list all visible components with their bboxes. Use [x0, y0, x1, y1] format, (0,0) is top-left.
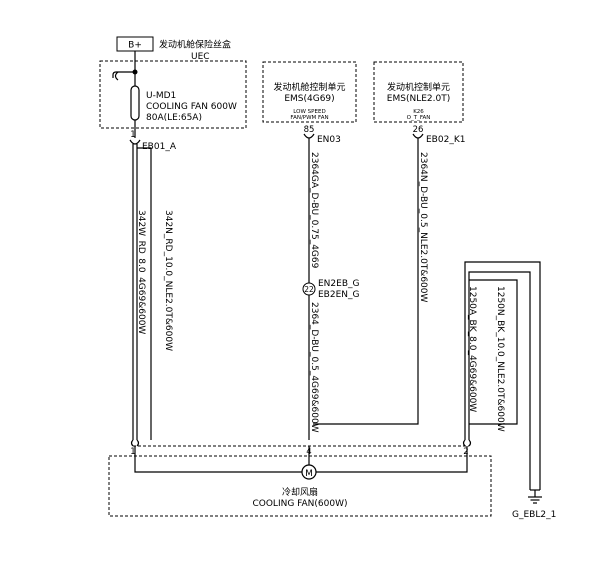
fan-pin-2: 2 — [463, 447, 468, 457]
bus-branch — [112, 71, 135, 78]
ecu1-model: EMS(4G69) — [284, 94, 334, 104]
ecu1-pin: 85 — [304, 125, 315, 135]
motor-symbol — [301, 464, 317, 480]
splice-name-2: EB2EN_G — [318, 290, 360, 300]
fan-pin2-entry — [462, 439, 472, 447]
ecu2-model: EMS(NLE2.0T) — [387, 94, 450, 104]
ecu1-outline — [262, 61, 357, 123]
fuse-box-outline — [99, 60, 247, 129]
fan-motor-wire-right — [316, 446, 468, 473]
connector-eb02-label: EB02_K1 — [426, 135, 465, 145]
fuse-pin: 1 — [130, 130, 135, 140]
ecu1-pin-desc-1: LOW SPEED — [293, 109, 325, 115]
fuse-desc: COOLING FAN 600W — [146, 102, 237, 112]
fan-motor-wire-left — [134, 446, 302, 473]
ecu2-pin-desc-2: O_T_FAN — [407, 115, 431, 121]
ecu1-title: 发动机舱控制单元 — [273, 81, 345, 93]
fan-name-en: COOLING FAN(600W) — [252, 499, 347, 509]
fan-name-cn: 冷却风扇 — [282, 486, 318, 498]
wire-label-2364ga: 2364GA_D-BU_0.75_4G69 — [309, 152, 319, 269]
signal-wire-ecu2 — [313, 138, 419, 425]
wire-label-1250n: 1250N_BK_10.0_NLE2.0T&600W — [495, 286, 505, 432]
ecu2-pin: 26 — [413, 125, 424, 135]
fuse-name: U-MD1 — [146, 91, 176, 101]
power-wire-c — [137, 147, 152, 440]
uec-label: UEC — [191, 52, 210, 62]
connector-eb01-label: EB01_A — [142, 142, 177, 152]
bus-tick — [114, 71, 119, 81]
ecu2-title: 发动机控制单元 — [387, 81, 450, 93]
splice-name-1: EN2EB_G — [318, 279, 360, 289]
ecu1-pin-desc-2: FAN/PWM FAN — [290, 115, 328, 121]
wire-label-1250a: 1250A_BK_8.0_4G69&600W — [467, 286, 477, 412]
connector-en03-label: EN03 — [317, 135, 341, 145]
wire-label-342n: 342N_RD_10.0_NLE2.0T&600W — [163, 210, 173, 351]
wire-label-342w: 342W_RD_8.0_4G69&600W — [136, 210, 146, 334]
connector-eb01-symbol — [129, 139, 141, 145]
wire-label-2364n: 2364N_D-BU_0.5_NLE2.0T&600W — [418, 152, 428, 303]
ecu2-pin-desc-1: K26 — [413, 109, 424, 115]
fuse-rating: 80A(LE:65A) — [146, 113, 202, 123]
motor-label: M — [305, 469, 313, 479]
wire-label-2364: 2364_D-BU_0.5_4G69&600W — [309, 302, 319, 433]
splice-symbol — [302, 282, 316, 296]
ground-wire-c — [469, 279, 518, 425]
fan-pin-1: 1 — [130, 447, 135, 457]
b-plus-label: B+ — [128, 41, 142, 51]
ground-label: G_EBL2_1 — [512, 510, 556, 520]
fuse-box-label: 发动机舱保险丝盒 — [159, 39, 231, 51]
fan-outline — [108, 455, 492, 517]
ground-wire-a — [464, 261, 541, 490]
ground-wire-b — [468, 271, 531, 490]
fuse-symbol — [130, 85, 140, 121]
ecu2-outline — [373, 61, 464, 123]
fan-pin1-entry — [130, 439, 140, 447]
splice-pin: 22 — [304, 285, 314, 294]
